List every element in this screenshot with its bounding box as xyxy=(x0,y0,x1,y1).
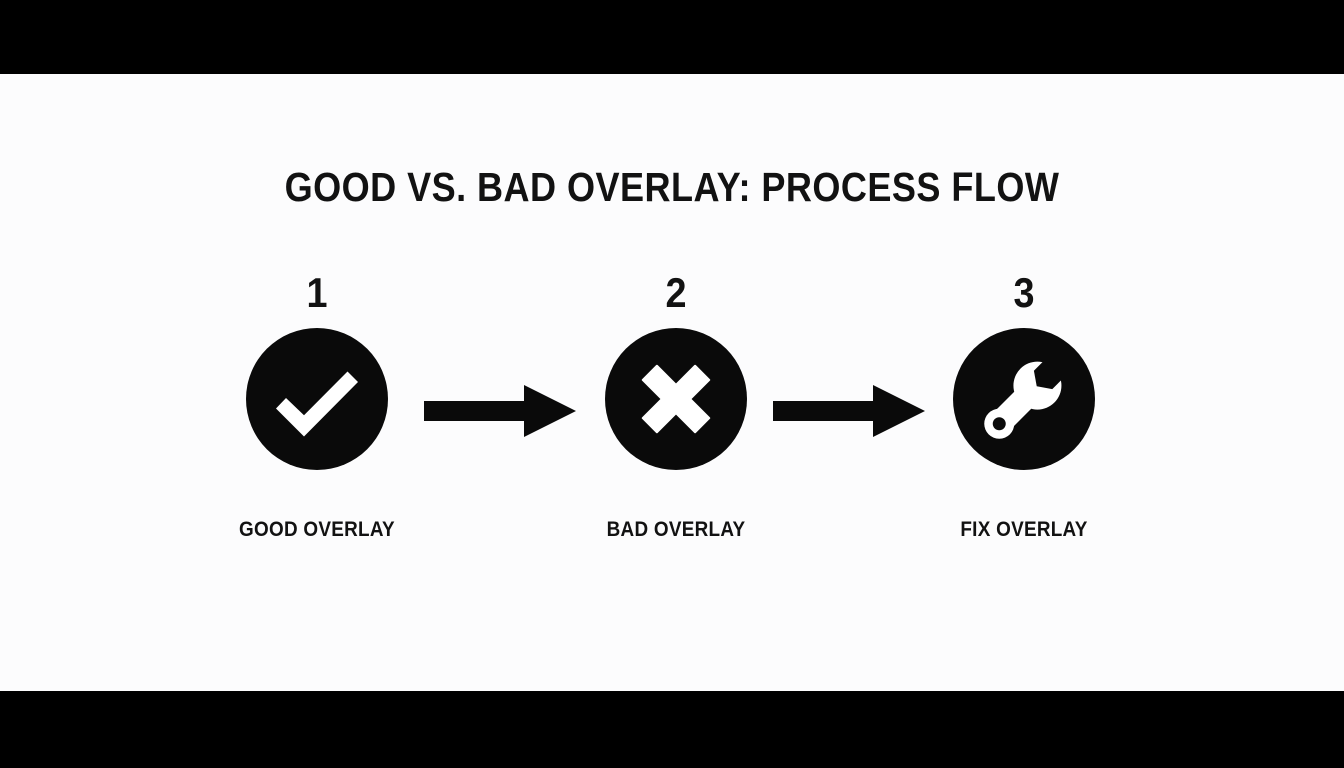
flow-connector-2 xyxy=(773,382,925,440)
check-icon xyxy=(276,371,358,437)
flow-step-fix-overlay[interactable]: 3 xyxy=(894,270,1154,590)
step-label-2: BAD OVERLAY xyxy=(606,518,746,541)
cross-icon xyxy=(641,364,711,434)
step-label-1: GOOD OVERLAY xyxy=(239,518,395,541)
slide-canvas: GOOD VS. BAD OVERLAY: PROCESS FLOW 1 GOO… xyxy=(0,74,1344,691)
wrench-icon xyxy=(984,355,1068,439)
step-number-2: 2 xyxy=(665,269,687,316)
flow-connector-1 xyxy=(424,382,576,440)
arrow-right-icon xyxy=(773,385,925,437)
step-number-1: 1 xyxy=(306,269,328,316)
letterbox-bar-bottom xyxy=(0,691,1344,768)
letterbox-bar-top xyxy=(0,0,1344,74)
step-label-3: FIX OVERLAY xyxy=(960,518,1088,541)
step-icon-badge-2 xyxy=(605,328,747,470)
flow-step-good-overlay[interactable]: 1 GOOD OVERLAY xyxy=(187,270,447,590)
flow-step-bad-overlay[interactable]: 2 BAD OVERLAY xyxy=(546,270,806,590)
step-icon-badge-3 xyxy=(953,328,1095,470)
page-title: GOOD VS. BAD OVERLAY: PROCESS FLOW xyxy=(284,164,1060,210)
step-icon-badge-1 xyxy=(246,328,388,470)
step-number-3: 3 xyxy=(1013,269,1035,316)
arrow-right-icon xyxy=(424,385,576,437)
process-flow-diagram: 1 GOOD OVERLAY 2 xyxy=(0,270,1344,590)
